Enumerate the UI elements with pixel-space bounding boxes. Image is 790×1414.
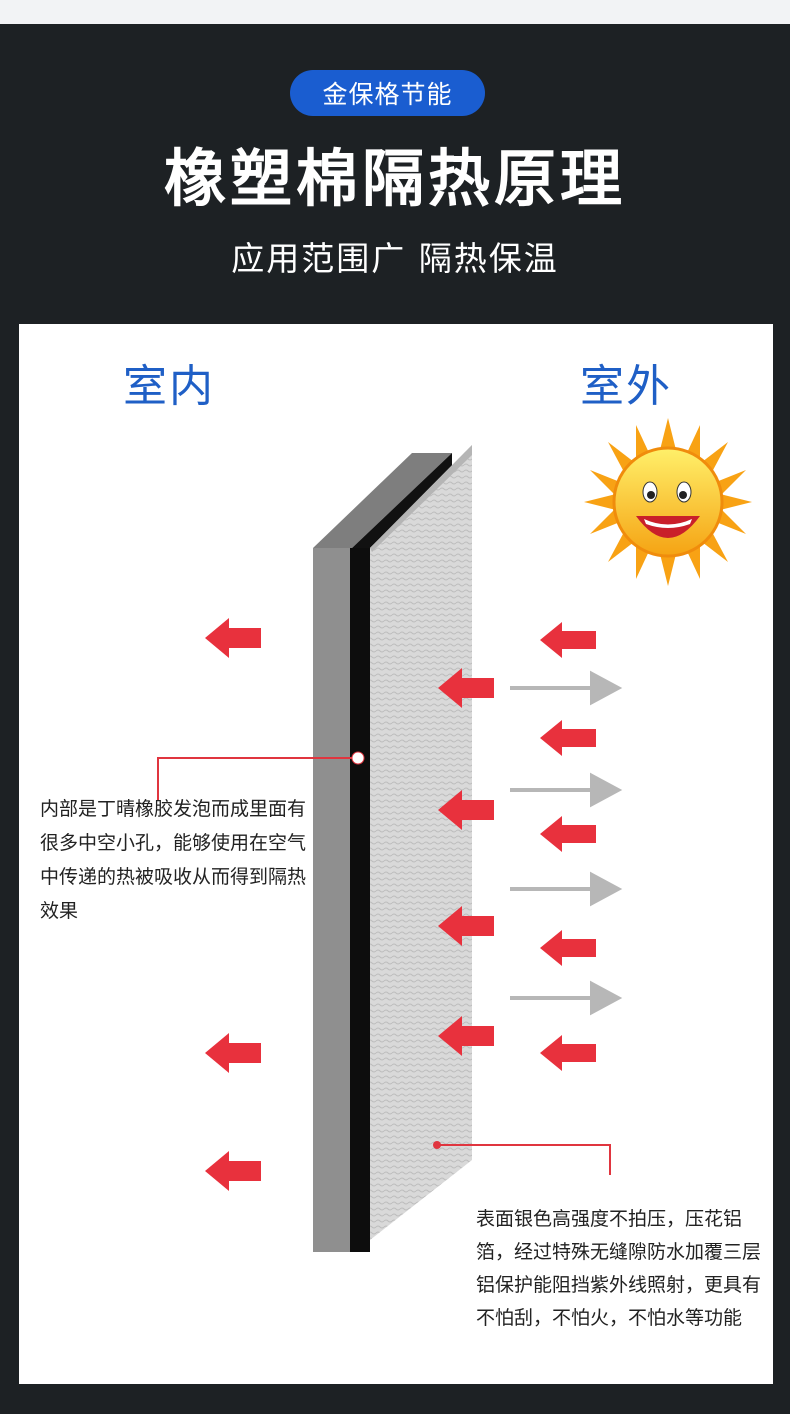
inner-description: 内部是丁晴橡胶发泡而成里面有很多中空小孔，能够使用在空气中传递的热被吸收从而得到… <box>40 798 307 922</box>
outdoor-label: 室外 <box>580 361 672 412</box>
page-title: 橡塑棉隔热原理 <box>163 142 626 215</box>
surface-layer-marker <box>433 1141 441 1149</box>
reflected-ray-icon <box>510 670 623 1016</box>
indoor-label: 室内 <box>123 361 215 412</box>
sun-icon <box>584 418 752 586</box>
heat-arrow-icon <box>205 618 596 1191</box>
callout-lines <box>157 757 611 1175</box>
insulation-board <box>313 445 472 1252</box>
top-strip <box>0 0 790 24</box>
inner-layer-marker <box>351 751 365 765</box>
brand-badge: 金保格节能 <box>290 70 485 116</box>
surface-description: 表面银色高强度不拍压，压花铝箔，经过特殊无缝隙防水加覆三层铝保护能阻挡紫外线照射… <box>476 1208 762 1329</box>
page-subtitle: 应用范围广 隔热保温 <box>231 239 559 278</box>
